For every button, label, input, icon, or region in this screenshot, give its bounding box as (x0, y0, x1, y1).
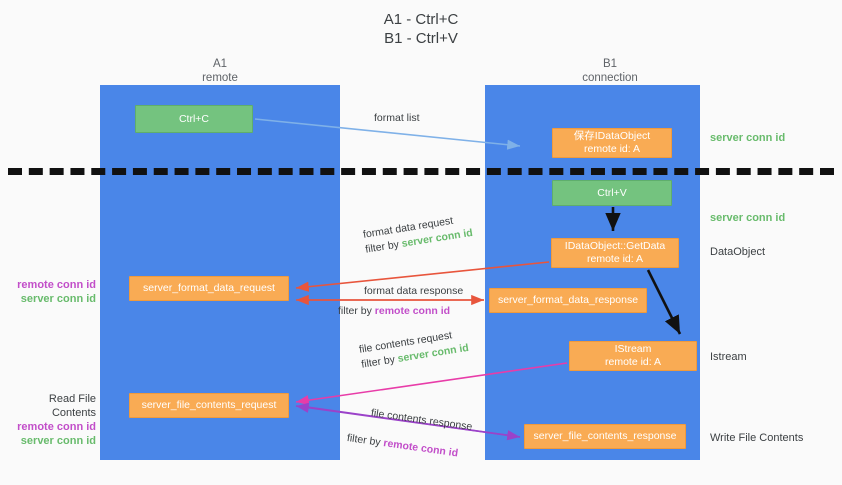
node-server-format-data-request[interactable]: server_format_data_request (129, 276, 289, 301)
node-server-file-contents-response-label: server_file_contents_response (533, 430, 677, 442)
column-header-b1: B1 connection (520, 57, 700, 85)
node-server-format-data-response-label: server_format_data_response (497, 294, 639, 306)
phase-divider (8, 168, 834, 175)
annotation-server-conn-id-a: server conn id (20, 293, 96, 305)
annotation-istream: Istream (710, 351, 747, 363)
annotation-dataobject: DataObject (710, 246, 766, 258)
node-server-file-contents-request[interactable]: server_file_contents_request (129, 393, 289, 418)
node-idataobject-line2: remote id: A (583, 143, 641, 155)
node-getdata-line1: IDataObject::GetData (564, 240, 666, 252)
annotation-server-conn-id-b: server conn id (20, 435, 96, 447)
annotation-conn-ids-format: remote conn id server conn id (6, 278, 96, 306)
node-istream-line2: remote id: A (604, 356, 662, 368)
annotation-read-file-contents-group: Read File Contents remote conn id server… (2, 392, 96, 448)
node-idataobject[interactable]: 保存IDataObject remote id: A (552, 128, 672, 158)
filter-prefix: filter by (338, 305, 375, 317)
edge-label-format-list: format list (374, 112, 420, 124)
filter-prefix: filter by (346, 431, 385, 449)
annotation-server-conn-id-mid: server conn id (710, 212, 786, 224)
edge-label-file-contents-response-filter: filter by remote conn id (346, 431, 459, 461)
filter-value-remote-conn-id: remote conn id (374, 305, 451, 317)
node-istream[interactable]: IStream remote id: A (569, 341, 697, 371)
annotation-remote-conn-id-b: remote conn id (17, 421, 96, 433)
column-b1-name: B1 (602, 58, 618, 70)
edge-label-file-contents-response: file contents response (370, 406, 474, 434)
column-a1-role: remote (202, 72, 238, 84)
edge-label-format-data-response: format data response (364, 285, 464, 297)
edge-label-file-contents-request: file contents request filter by server c… (358, 326, 470, 373)
node-ctrl-c[interactable]: Ctrl+C (135, 105, 253, 133)
annotation-read-file-contents: Read File Contents (48, 393, 96, 419)
title-line-1: A1 - Ctrl+C (383, 11, 459, 28)
edge-label-format-data-request: format data request filter by server con… (362, 211, 474, 258)
node-getdata[interactable]: IDataObject::GetData remote id: A (551, 238, 679, 268)
edge-label-format-data-response-filter: filter by remote conn id (338, 304, 450, 319)
annotation-remote-conn-id-a: remote conn id (17, 279, 96, 291)
node-istream-line1: IStream (614, 343, 652, 355)
annotation-write-file-contents: Write File Contents (710, 432, 804, 444)
node-server-file-contents-request-label: server_file_contents_request (141, 399, 277, 411)
node-server-file-contents-response[interactable]: server_file_contents_response (524, 424, 686, 449)
annotation-server-conn-id-top: server conn id (710, 132, 786, 144)
column-b1-role: connection (582, 72, 638, 84)
column-header-a1: A1 remote (130, 57, 310, 85)
column-a1-name: A1 (212, 58, 228, 70)
node-server-format-data-request-label: server_format_data_request (143, 282, 275, 294)
node-getdata-line2: remote id: A (586, 253, 644, 265)
node-ctrl-c-line1: Ctrl+C (178, 112, 210, 125)
node-server-format-data-response[interactable]: server_format_data_response (489, 288, 647, 313)
node-ctrl-v[interactable]: Ctrl+V (552, 180, 672, 206)
page-title: A1 - Ctrl+C B1 - Ctrl+V (0, 10, 842, 48)
node-idataobject-line1: 保存IDataObject (573, 130, 651, 142)
filter-value-remote-conn-id: remote conn id (382, 437, 459, 460)
node-ctrl-v-line1: Ctrl+V (597, 186, 627, 199)
title-line-2: B1 - Ctrl+V (384, 30, 458, 47)
